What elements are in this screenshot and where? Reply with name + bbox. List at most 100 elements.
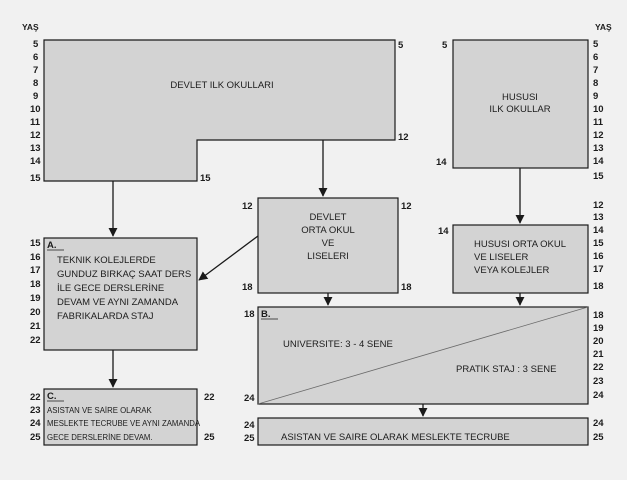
age-tick: 24	[244, 420, 255, 431]
edges	[108, 140, 525, 417]
age-tick: 12	[398, 132, 409, 143]
age-tick: 24	[593, 390, 604, 401]
age-tick: 24	[593, 418, 604, 429]
age-tick: 10	[593, 104, 604, 115]
devlet-ilk-title: DEVLET ILK OKULLARI	[170, 80, 273, 91]
left-age-scale: 5 6 7 8 9 10 11 12 13 14 15	[30, 39, 41, 184]
age-tick: 12	[593, 130, 604, 141]
age-tick: 22	[30, 335, 41, 346]
age-tick: 18	[593, 310, 604, 321]
age-tick: 17	[593, 264, 604, 275]
node-c-tag: C.	[47, 391, 57, 402]
node-c-line: ASISTAN VE SAİRE OLARAK	[47, 406, 153, 415]
devlet-orta-line2: ORTA OKUL	[301, 225, 355, 236]
age-tick: 11	[30, 117, 41, 128]
hususi-ilk-line2: ILK OKULLAR	[489, 104, 550, 115]
universite-duration: UNIVERSITE: 3 - 4 SENE	[283, 339, 393, 350]
age-tick: 18	[244, 309, 255, 320]
age-tick: 19	[30, 293, 41, 304]
age-tick: 15	[593, 171, 604, 182]
age-tick: 12	[242, 201, 253, 212]
hususi-orta-line3: VEYA KOLEJLER	[474, 265, 549, 276]
age-tick: 14	[593, 156, 604, 167]
age-tick: 7	[593, 65, 598, 76]
devlet-orta-line3: VE	[322, 238, 335, 249]
age-tick: 13	[593, 143, 604, 154]
age-tick: 17	[30, 265, 41, 276]
age-tick: 22	[30, 392, 41, 403]
age-tick: 24	[244, 393, 255, 404]
left-bottom-age-scale: 22 23 24 25	[30, 392, 41, 443]
node-a-line: DEVAM VE AYNI ZAMANDA	[57, 297, 179, 308]
age-tick: 25	[204, 432, 215, 443]
devlet-orta-line1: DEVLET	[310, 212, 347, 223]
age-tick: 14	[30, 156, 41, 167]
age-label-left: YAŞ	[22, 22, 39, 32]
age-tick: 6	[33, 52, 38, 63]
age-tick: 25	[244, 433, 255, 444]
age-tick: 13	[30, 143, 41, 154]
hususi-orta-line2: VE LISELER	[474, 252, 529, 263]
age-tick: 22	[204, 392, 215, 403]
node-c-line: MESLEKTE TECRUBE VE AYNI ZAMANDA	[47, 419, 201, 428]
age-tick: 14	[436, 157, 447, 168]
age-tick: 24	[30, 418, 41, 429]
age-label-right: YAŞ	[595, 22, 612, 32]
age-tick: 11	[593, 117, 604, 128]
age-tick: 15	[30, 173, 41, 184]
node-d-asistan-tecrube: ASISTAN VE SAIRE OLARAK MESLEKTE TECRUBE…	[244, 417, 589, 446]
age-tick: 23	[30, 405, 41, 416]
age-tick: 9	[593, 91, 598, 102]
node-hususi-ilk-okullar: HUSUSI ILK OKULLAR 5 14	[436, 39, 589, 169]
age-tick: 15	[200, 173, 211, 184]
node-c-line: GECE DERSLERİNE DEVAM.	[47, 433, 153, 442]
age-tick: 20	[30, 307, 41, 318]
age-tick: 5	[398, 40, 404, 51]
right-lower-age-scale: 12 13 14 15 16 17 18 18 19 20 21 22 23 2…	[593, 200, 604, 443]
devlet-orta-line4: LISELERI	[307, 251, 349, 262]
age-tick: 16	[30, 252, 41, 263]
node-a-line: İLE GECE DERSLERİNE	[57, 283, 164, 294]
age-tick: 5	[593, 39, 599, 50]
age-tick: 21	[593, 349, 604, 360]
age-tick: 21	[30, 321, 41, 332]
node-b-tag: B.	[261, 309, 271, 320]
age-tick: 25	[30, 432, 41, 443]
age-tick: 10	[30, 104, 41, 115]
node-a-line: FABRIKALARDA STAJ	[57, 311, 154, 322]
age-tick: 18	[593, 281, 604, 292]
age-tick: 12	[30, 130, 41, 141]
node-c-asistan: C. ASISTAN VE SAİRE OLARAK MESLEKTE TECR…	[43, 388, 215, 446]
age-tick: 6	[593, 52, 598, 63]
age-tick: 18	[30, 279, 41, 290]
age-tick: 25	[593, 432, 604, 443]
age-tick: 22	[593, 362, 604, 373]
age-tick: 12	[593, 200, 604, 211]
age-tick: 18	[401, 282, 412, 293]
node-devlet-ilk-okullari: DEVLET ILK OKULLARI 5 12 15	[43, 39, 409, 184]
node-d-text: ASISTAN VE SAIRE OLARAK MESLEKTE TECRUBE	[281, 432, 510, 443]
pratik-staj-duration: PRATIK STAJ : 3 SENE	[456, 364, 556, 375]
node-a-tag: A.	[47, 240, 57, 251]
age-tick: 15	[30, 238, 41, 249]
age-tick: 23	[593, 376, 604, 387]
edge-orta-to-a	[198, 235, 259, 281]
age-tick: 16	[593, 251, 604, 262]
node-a-teknik-kolejler: A. TEKNIK KOLEJLERDE GUNDUZ BIRKAÇ SAAT …	[43, 237, 198, 351]
age-tick: 14	[438, 226, 449, 237]
age-tick: 19	[593, 323, 604, 334]
age-tick: 8	[593, 78, 598, 89]
age-tick: 20	[593, 336, 604, 347]
age-tick: 5	[33, 39, 39, 50]
age-tick: 12	[401, 201, 412, 212]
age-tick: 14	[593, 225, 604, 236]
hususi-ilk-line1: HUSUSI	[502, 92, 538, 103]
age-tick: 5	[442, 40, 448, 51]
age-tick: 18	[242, 282, 253, 293]
age-tick: 15	[593, 238, 604, 249]
node-a-line: TEKNIK KOLEJLERDE	[57, 255, 156, 266]
age-tick: 13	[593, 212, 604, 223]
age-tick: 9	[33, 91, 38, 102]
hususi-orta-line1: HUSUSI ORTA OKUL	[474, 239, 566, 250]
